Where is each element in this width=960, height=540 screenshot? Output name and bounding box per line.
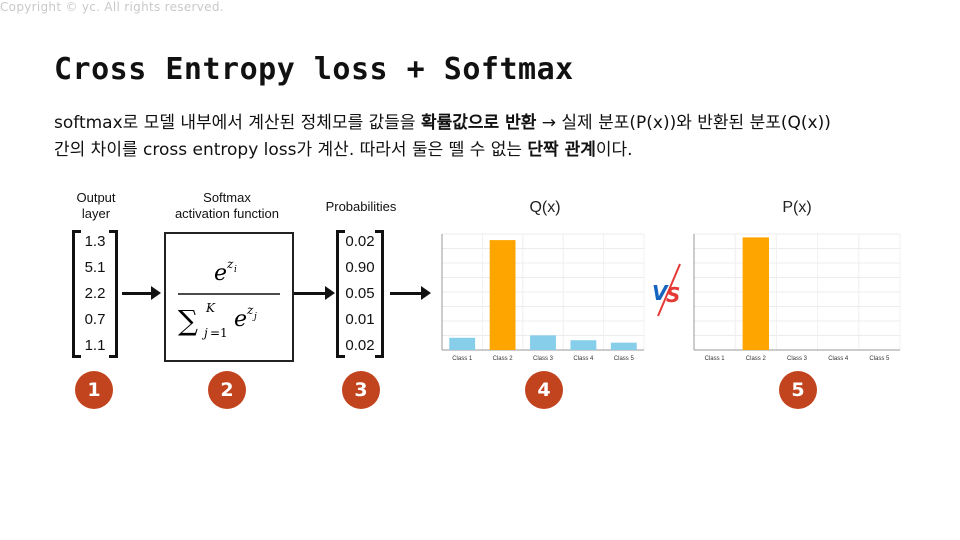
bracket-left <box>72 230 75 358</box>
softmax-formula: e z i ∑ K j =1 e z j <box>178 257 280 340</box>
slide-title: Cross Entropy loss + Softmax <box>54 52 574 87</box>
bracket-right-top <box>109 230 118 233</box>
step-badge-5: 5 <box>779 371 817 409</box>
arrow-to-softmax <box>122 286 161 300</box>
desc-bold: 확률값으로 반환 <box>420 113 537 133</box>
probability-value: 0.01 <box>345 311 375 328</box>
bar-class-4 <box>570 340 597 350</box>
output-value: 1.1 <box>84 337 106 354</box>
arrow-to-chart <box>390 286 431 300</box>
probabilities-label: Probabilities <box>325 199 397 214</box>
desc-text: 이다. <box>595 140 633 160</box>
output-value: 1.3 <box>84 233 106 250</box>
bracket-right <box>115 230 118 358</box>
output-value: 0.7 <box>84 311 106 328</box>
bar-class-3 <box>530 335 556 350</box>
bracket-left <box>336 230 339 358</box>
bar-class-1 <box>449 337 476 350</box>
bracket-right-bottom <box>375 355 384 358</box>
bracket-left-top <box>72 230 81 233</box>
chart-p: Class 1 Class 2 Class 3 Class 4 Class 5 <box>693 233 901 362</box>
output-value: 2.2 <box>84 285 106 302</box>
svg-text:z: z <box>246 303 254 317</box>
bracket-right <box>381 230 384 358</box>
probability-vector: 0.02 0.90 0.05 0.01 0.02 <box>336 230 384 358</box>
svg-text:j: j <box>252 312 257 322</box>
probability-value: 0.02 <box>345 233 375 250</box>
svg-text:e: e <box>214 261 227 286</box>
x-tick-label: Class 3 <box>787 356 808 362</box>
step-badge-3: 3 <box>342 371 380 409</box>
x-tick-label: Class 5 <box>869 356 890 362</box>
probability-value: 0.90 <box>345 259 375 276</box>
svg-text:=1: =1 <box>210 326 228 340</box>
vs-icon: V S <box>652 263 681 317</box>
bracket-left-bottom <box>336 355 345 358</box>
vs-v: V <box>652 281 669 305</box>
svg-text:z: z <box>226 257 234 271</box>
x-tick-label: Class 4 <box>828 356 849 362</box>
svg-text:∑: ∑ <box>178 304 198 337</box>
output-layer-label: Output layer <box>76 190 116 221</box>
probability-value: 0.02 <box>345 337 375 354</box>
output-vector: 1.3 5.1 2.2 0.7 1.1 <box>72 230 118 358</box>
description-line-2: 간의 차이를 cross entropy loss가 계산. 따라서 둘은 뗄 … <box>54 135 934 160</box>
bar-class-2 <box>489 240 516 350</box>
x-tick-label: Class 3 <box>533 356 554 362</box>
arrow-to-probabilities <box>294 286 335 300</box>
bracket-left-bottom <box>72 355 81 358</box>
chart-q: Class 1 Class 2 Class 3 Class 4 Class 5 <box>441 233 645 362</box>
svg-text:j: j <box>201 326 208 340</box>
step-badge-1: 1 <box>75 371 113 409</box>
svg-text:K: K <box>205 301 216 315</box>
bracket-right-top <box>375 230 384 233</box>
chart-p-title: P(x) <box>782 199 812 216</box>
bracket-right-bottom <box>109 355 118 358</box>
desc-bold: 단짝 관계 <box>527 140 596 160</box>
x-tick-label: Class 2 <box>746 356 767 362</box>
output-value: 5.1 <box>84 259 106 276</box>
desc-text: → 실제 분포(P(x))와 반환된 분포(Q(x)) <box>536 113 831 133</box>
x-tick-label: Class 1 <box>705 356 726 362</box>
desc-text: softmax로 모델 내부에서 계산된 정체모를 값들을 <box>54 113 421 133</box>
description-line-1: softmax로 모델 내부에서 계산된 정체모를 값들을 확률값으로 반환 →… <box>54 108 934 133</box>
svg-text:i: i <box>234 265 237 275</box>
x-tick-label: Class 4 <box>573 356 594 362</box>
step-badge-4: 4 <box>525 371 563 409</box>
softmax-label: Softmax activation function <box>174 190 280 221</box>
x-tick-label: Class 2 <box>493 356 514 362</box>
copyright-text: Copyright © yc. All rights reserved. <box>0 0 224 14</box>
bar-class-5 <box>610 342 637 350</box>
bracket-left-top <box>336 230 345 233</box>
chart-q-title: Q(x) <box>529 199 561 216</box>
x-tick-label: Class 1 <box>452 356 473 362</box>
bar-class-2 <box>742 237 769 350</box>
x-tick-label: Class 5 <box>614 356 635 362</box>
softmax-formula-box: e z i ∑ K j =1 e z j <box>164 232 294 362</box>
desc-text: 간의 차이를 cross entropy loss가 계산. 따라서 둘은 뗄 … <box>54 140 528 160</box>
probability-value: 0.05 <box>345 285 375 302</box>
svg-text:e: e <box>234 307 247 332</box>
vs-s: S <box>666 283 680 307</box>
step-badge-2: 2 <box>208 371 246 409</box>
